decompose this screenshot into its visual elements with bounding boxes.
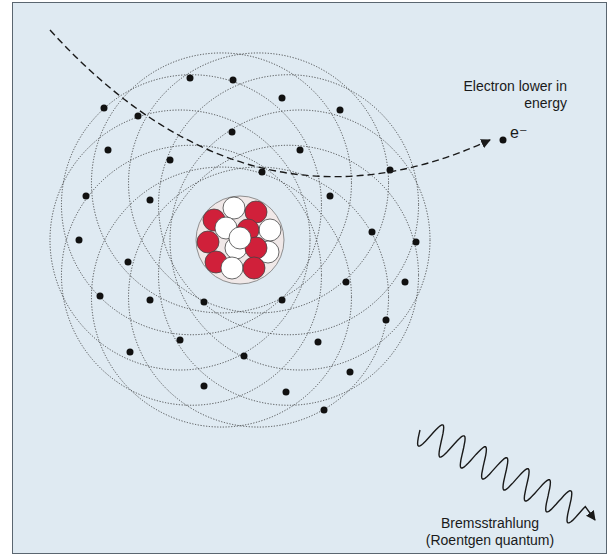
electron: [147, 297, 154, 304]
electron: [127, 349, 134, 356]
orbit: [91, 53, 351, 313]
electron: [201, 383, 208, 390]
orbit: [61, 145, 321, 405]
electron: [259, 169, 266, 176]
proton: [197, 231, 219, 253]
electron-dots: [76, 75, 420, 414]
electron: [343, 279, 350, 286]
electron: [101, 105, 108, 112]
neutron: [229, 227, 251, 249]
electron: [230, 77, 237, 84]
electron: [135, 113, 142, 120]
orbit: [91, 167, 351, 427]
orbit: [129, 53, 389, 313]
electron-path: [50, 30, 490, 177]
electron: [201, 299, 208, 306]
electron: [327, 193, 334, 200]
electron: [283, 389, 290, 396]
electron: [279, 297, 286, 304]
electron: [167, 157, 174, 164]
electron: [105, 147, 112, 154]
electron: [321, 407, 328, 414]
electron: [187, 75, 194, 82]
nucleus: [196, 196, 284, 284]
electron: [147, 197, 154, 204]
neutron: [223, 197, 245, 219]
electron: [241, 353, 248, 360]
orbit: [50, 110, 310, 370]
proton: [243, 257, 265, 279]
electron: [229, 129, 236, 136]
nucleus-halo: [196, 196, 284, 284]
electron-symbol: e⁻: [510, 124, 550, 141]
electron: [347, 369, 354, 376]
electron: [177, 337, 184, 344]
electron: [297, 147, 304, 154]
orbit: [159, 145, 419, 405]
electron: [97, 293, 104, 300]
electron: [369, 229, 376, 236]
electron: [402, 279, 409, 286]
electron: [279, 95, 286, 102]
electron: [337, 107, 344, 114]
electron-orbits: [50, 53, 430, 427]
photon-wave: [418, 425, 595, 523]
outgoing-electron: [500, 137, 507, 144]
electron: [83, 193, 90, 200]
neutron: [259, 219, 281, 241]
bremsstrahlung-label: Bremsstrahlung (Roentgen quantum): [410, 515, 570, 549]
orbit: [170, 110, 430, 370]
electron-label: Electron lower in energy: [455, 78, 567, 112]
neutron: [221, 257, 243, 279]
orbit: [159, 75, 419, 335]
electron: [76, 237, 83, 244]
electron: [413, 239, 420, 246]
electron: [125, 259, 132, 266]
electron: [315, 339, 322, 346]
orbit: [61, 75, 321, 335]
electron: [383, 317, 390, 324]
